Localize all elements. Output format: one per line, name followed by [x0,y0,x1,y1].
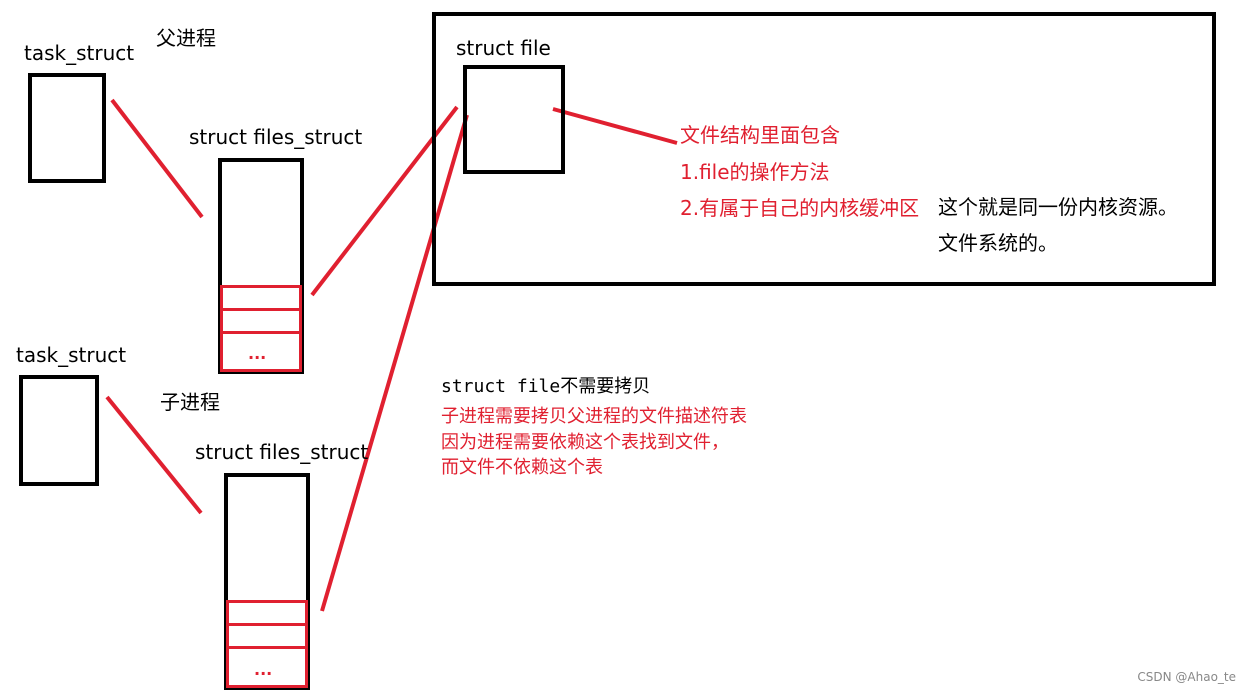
child-slot-ellipsis: ... [254,660,273,679]
struct-file-title: struct file [456,36,551,60]
parent-slot-ellipsis: ... [248,344,267,363]
parent-task-struct-box [28,73,106,183]
file-to-contents-line [552,107,678,145]
parent-task-to-files-line [110,98,204,219]
file-contains-line-1: 文件结构里面包含 [680,123,840,147]
child-task-struct-box [19,375,99,486]
explanation-line-2: 因为进程需要依赖这个表找到文件， [441,432,729,453]
child-fd-to-file-line [320,114,469,612]
file-contains-line-3: 2.有属于自己的内核缓冲区 [680,196,920,220]
child-task-struct-label: task_struct [16,343,127,367]
child-files-struct-label: struct files_struct [195,440,369,464]
parent-task-struct-label: task_struct [24,41,135,65]
explanation-line-1: 子进程需要拷贝父进程的文件描述符表 [441,406,747,427]
parent-files-struct-box [218,158,304,374]
parent-fd-slot-overflow [220,331,302,372]
watermark: CSDN @Ahao_te [1137,670,1236,684]
struct-file-box [463,65,565,174]
shared-resource-note-1: 这个就是同一份内核资源。 [938,195,1178,219]
child-fd-slot-overflow [226,646,308,688]
explanation-line-3: 而文件不依赖这个表 [441,457,603,478]
child-files-struct-box [224,473,310,690]
parent-process-label: 父进程 [156,26,216,50]
shared-resource-note-2: 文件系统的。 [938,231,1058,255]
child-task-to-files-line [105,395,203,515]
child-process-label: 子进程 [160,390,220,414]
no-copy-title: struct file不需要拷贝 [441,376,651,397]
struct-file-panel [432,12,1216,286]
parent-files-struct-label: struct files_struct [189,125,363,149]
file-contains-line-2: 1.file的操作方法 [680,160,830,184]
